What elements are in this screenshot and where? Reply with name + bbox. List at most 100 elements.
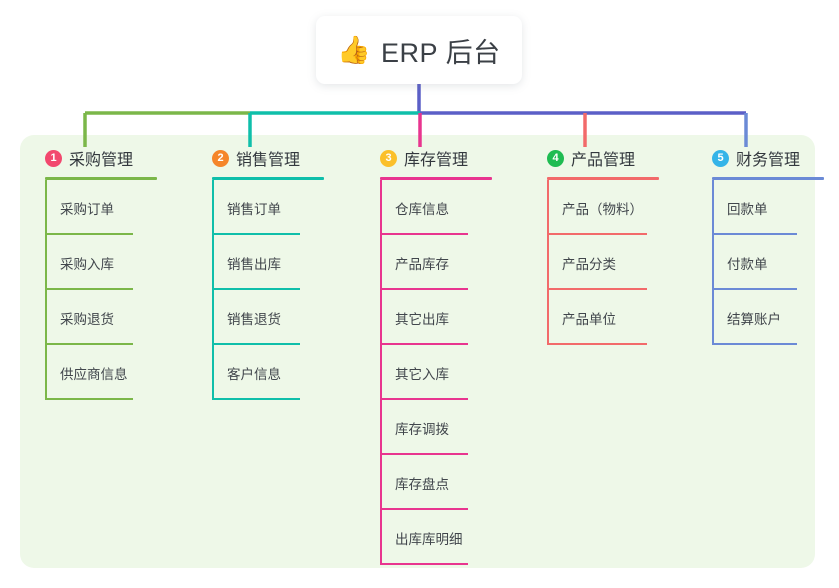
category-header-rule [712,177,824,180]
menu-item[interactable]: 产品分类 [535,235,659,290]
menu-item-label: 产品（物料） [562,202,643,217]
menu-item-label: 产品库存 [395,257,449,272]
menu-item-label: 供应商信息 [60,367,128,382]
category-number-badge: 4 [547,149,564,167]
menu-item-label: 出库库明细 [395,532,463,547]
item-spine-line [45,180,47,400]
category-header-3[interactable]: 3 库存管理 [368,145,492,171]
menu-item[interactable]: 付款单 [700,235,824,290]
menu-item-label: 采购退货 [60,312,114,327]
menu-item-rule [45,288,133,290]
category-title: 销售管理 [236,152,301,169]
menu-item[interactable]: 销售订单 [200,180,324,235]
menu-item[interactable]: 采购订单 [33,180,157,235]
menu-item-label: 库存调拨 [395,422,449,437]
root-node-title: ERP 后台 [381,37,501,68]
menu-item[interactable]: 产品库存 [368,235,492,290]
menu-item-label: 销售退货 [227,312,281,327]
category-title: 财务管理 [736,152,801,169]
diagram-background-panel [20,135,815,568]
menu-item-rule [712,233,797,235]
category-header-rule [547,177,659,180]
category-number-badge: 3 [380,149,397,167]
menu-item[interactable]: 其它入库 [368,345,492,400]
menu-item-label: 其它出库 [395,312,449,327]
category-item-list: 仓库信息产品库存其它出库其它入库库存调拨库存盘点出库库明细 [368,180,492,565]
menu-item-label: 回款单 [727,202,768,217]
category-title: 库存管理 [404,152,469,169]
menu-item[interactable]: 采购退货 [33,290,157,345]
category-column-2: 2 销售管理销售订单销售出库销售退货客户信息 [200,145,324,400]
category-column-1: 1 采购管理采购订单采购入库采购退货供应商信息 [33,145,157,400]
menu-item[interactable]: 客户信息 [200,345,324,400]
category-header-rule [380,177,492,180]
menu-item-label: 销售出库 [227,257,281,272]
menu-item[interactable]: 出库库明细 [368,510,492,565]
menu-item-rule [380,233,468,235]
item-spine-line [712,180,714,345]
category-item-list: 销售订单销售出库销售退货客户信息 [200,180,324,400]
item-spine-line [212,180,214,400]
menu-item-label: 采购订单 [60,202,114,217]
menu-item-rule [547,233,647,235]
menu-item-rule [380,398,468,400]
item-spine-line [380,180,382,565]
menu-item-rule [212,398,300,400]
menu-item-rule [380,343,468,345]
menu-item-rule [712,288,797,290]
thumbs-up-icon: 👍 [337,34,372,65]
menu-item-rule [45,343,133,345]
menu-item-rule [547,343,647,345]
menu-item-label: 付款单 [727,257,768,272]
menu-item-rule [212,343,300,345]
menu-item[interactable]: 结算账户 [700,290,824,345]
menu-item-rule [45,398,133,400]
category-header-2[interactable]: 2 销售管理 [200,145,324,171]
menu-item[interactable]: 产品单位 [535,290,659,345]
menu-item-label: 采购入库 [60,257,114,272]
category-item-list: 回款单付款单结算账户 [700,180,824,345]
root-node-erp-backend[interactable]: 👍 ERP 后台 [316,16,522,84]
menu-item[interactable]: 销售退货 [200,290,324,345]
menu-item-label: 产品分类 [562,257,616,272]
menu-item[interactable]: 销售出库 [200,235,324,290]
menu-item-rule [380,508,468,510]
menu-item-rule [45,233,133,235]
menu-item-rule [212,233,300,235]
menu-item[interactable]: 其它出库 [368,290,492,345]
menu-item-label: 库存盘点 [395,477,449,492]
menu-item-label: 仓库信息 [395,202,449,217]
menu-item-rule [380,563,468,565]
menu-item-label: 结算账户 [727,312,781,327]
category-header-rule [45,177,157,180]
menu-item-rule [212,288,300,290]
menu-item-rule [380,288,468,290]
menu-item-rule [712,343,797,345]
menu-item[interactable]: 供应商信息 [33,345,157,400]
menu-item[interactable]: 库存调拨 [368,400,492,455]
category-header-rule [212,177,324,180]
menu-item-label: 客户信息 [227,367,281,382]
menu-item[interactable]: 库存盘点 [368,455,492,510]
menu-item-rule [547,288,647,290]
menu-item-rule [380,453,468,455]
category-item-list: 产品（物料） 产品分类产品单位 [535,180,659,345]
category-header-1[interactable]: 1 采购管理 [33,145,157,171]
category-number-badge: 1 [45,149,62,167]
category-item-list: 采购订单采购入库采购退货供应商信息 [33,180,157,400]
item-spine-line [547,180,549,345]
menu-item[interactable]: 仓库信息 [368,180,492,235]
menu-item-label: 销售订单 [227,202,281,217]
category-number-badge: 2 [212,149,229,167]
menu-item-label: 其它入库 [395,367,449,382]
menu-item[interactable]: 回款单 [700,180,824,235]
category-title: 采购管理 [69,152,134,169]
menu-item[interactable]: 产品（物料） [535,180,659,235]
menu-item[interactable]: 采购入库 [33,235,157,290]
category-column-3: 3 库存管理仓库信息产品库存其它出库其它入库库存调拨库存盘点出库库明细 [368,145,492,565]
